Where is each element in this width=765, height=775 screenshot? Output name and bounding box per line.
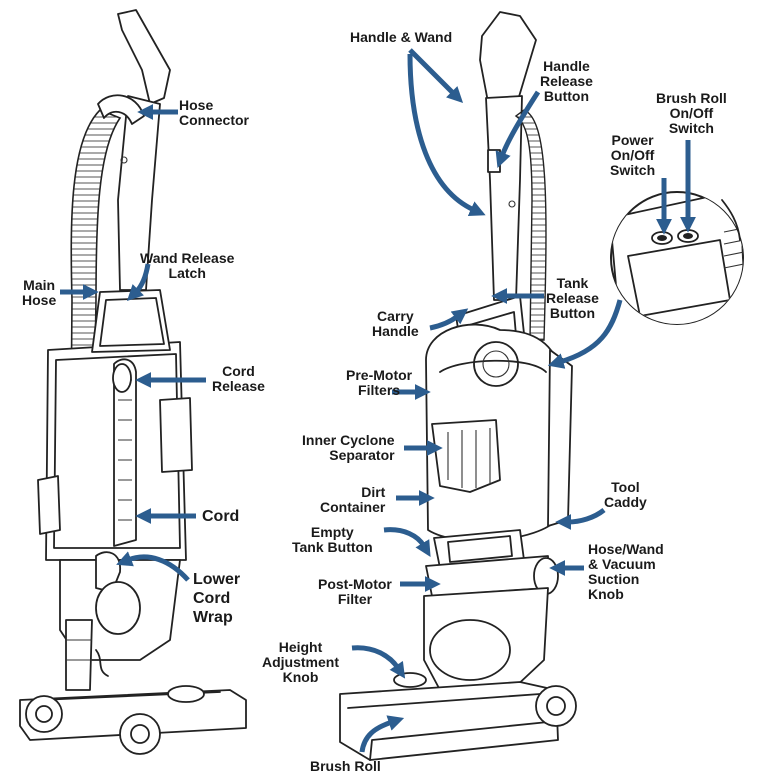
arrow-height-knob bbox=[351, 645, 406, 679]
arrow-handle-wand-bottom bbox=[407, 53, 486, 216]
label-inner-cyclone-separator: Inner Cyclone Separator bbox=[302, 432, 395, 463]
label-empty-tank-button: Empty Tank Button bbox=[292, 524, 373, 555]
label-hose-connector: Hose Connector bbox=[179, 97, 249, 128]
label-main-hose: Main Hose bbox=[22, 277, 57, 308]
label-post-motor-filter: Post-Motor Filter bbox=[318, 576, 392, 607]
label-cord: Cord bbox=[202, 508, 240, 525]
label-dirt-container: Dirt Container bbox=[320, 484, 386, 515]
label-brush-roll-switch: Brush Roll On/Off Switch bbox=[656, 90, 727, 136]
arrow-empty-tank bbox=[383, 527, 431, 557]
callout-arrows bbox=[60, 48, 697, 753]
label-hose-wand-suction-knob: Hose/Wand & Vacuum Suction Knob bbox=[588, 541, 664, 602]
label-brush-roll: Brush Roll bbox=[310, 758, 381, 774]
arrow-carry-handle bbox=[429, 308, 469, 331]
arrow-brush-roll bbox=[359, 715, 405, 753]
switch-zoom-inset bbox=[610, 191, 744, 325]
label-tool-caddy: Tool Caddy bbox=[604, 479, 647, 510]
label-wand-release-latch: Wand Release Latch bbox=[140, 250, 235, 281]
label-lower-cord-wrap: Lower Cord Wrap bbox=[193, 571, 241, 626]
label-cord-release: Cord Release bbox=[212, 363, 265, 394]
label-height-adjustment-knob: Height Adjustment Knob bbox=[262, 639, 339, 685]
arrow-wand-release bbox=[126, 263, 151, 302]
arrow-lower-cord-wrap bbox=[116, 551, 190, 582]
label-tank-release-button: Tank Release Button bbox=[546, 275, 599, 321]
arrow-handle-wand-top bbox=[408, 48, 464, 104]
arrow-handle-release bbox=[495, 90, 541, 168]
label-handle-release-button: Handle Release Button bbox=[540, 58, 593, 104]
arrow-tool-caddy bbox=[555, 507, 606, 530]
label-power-switch: Power On/Off Switch bbox=[610, 132, 656, 178]
label-carry-handle: Carry Handle bbox=[372, 308, 419, 339]
right-vacuum-illustration bbox=[339, 11, 577, 761]
label-handle-wand: Handle & Wand bbox=[350, 29, 453, 45]
left-vacuum-illustration bbox=[19, 9, 247, 755]
arrow-zoom-pointer bbox=[547, 299, 623, 369]
label-pre-motor-filters: Pre-Motor Filters bbox=[346, 367, 413, 398]
